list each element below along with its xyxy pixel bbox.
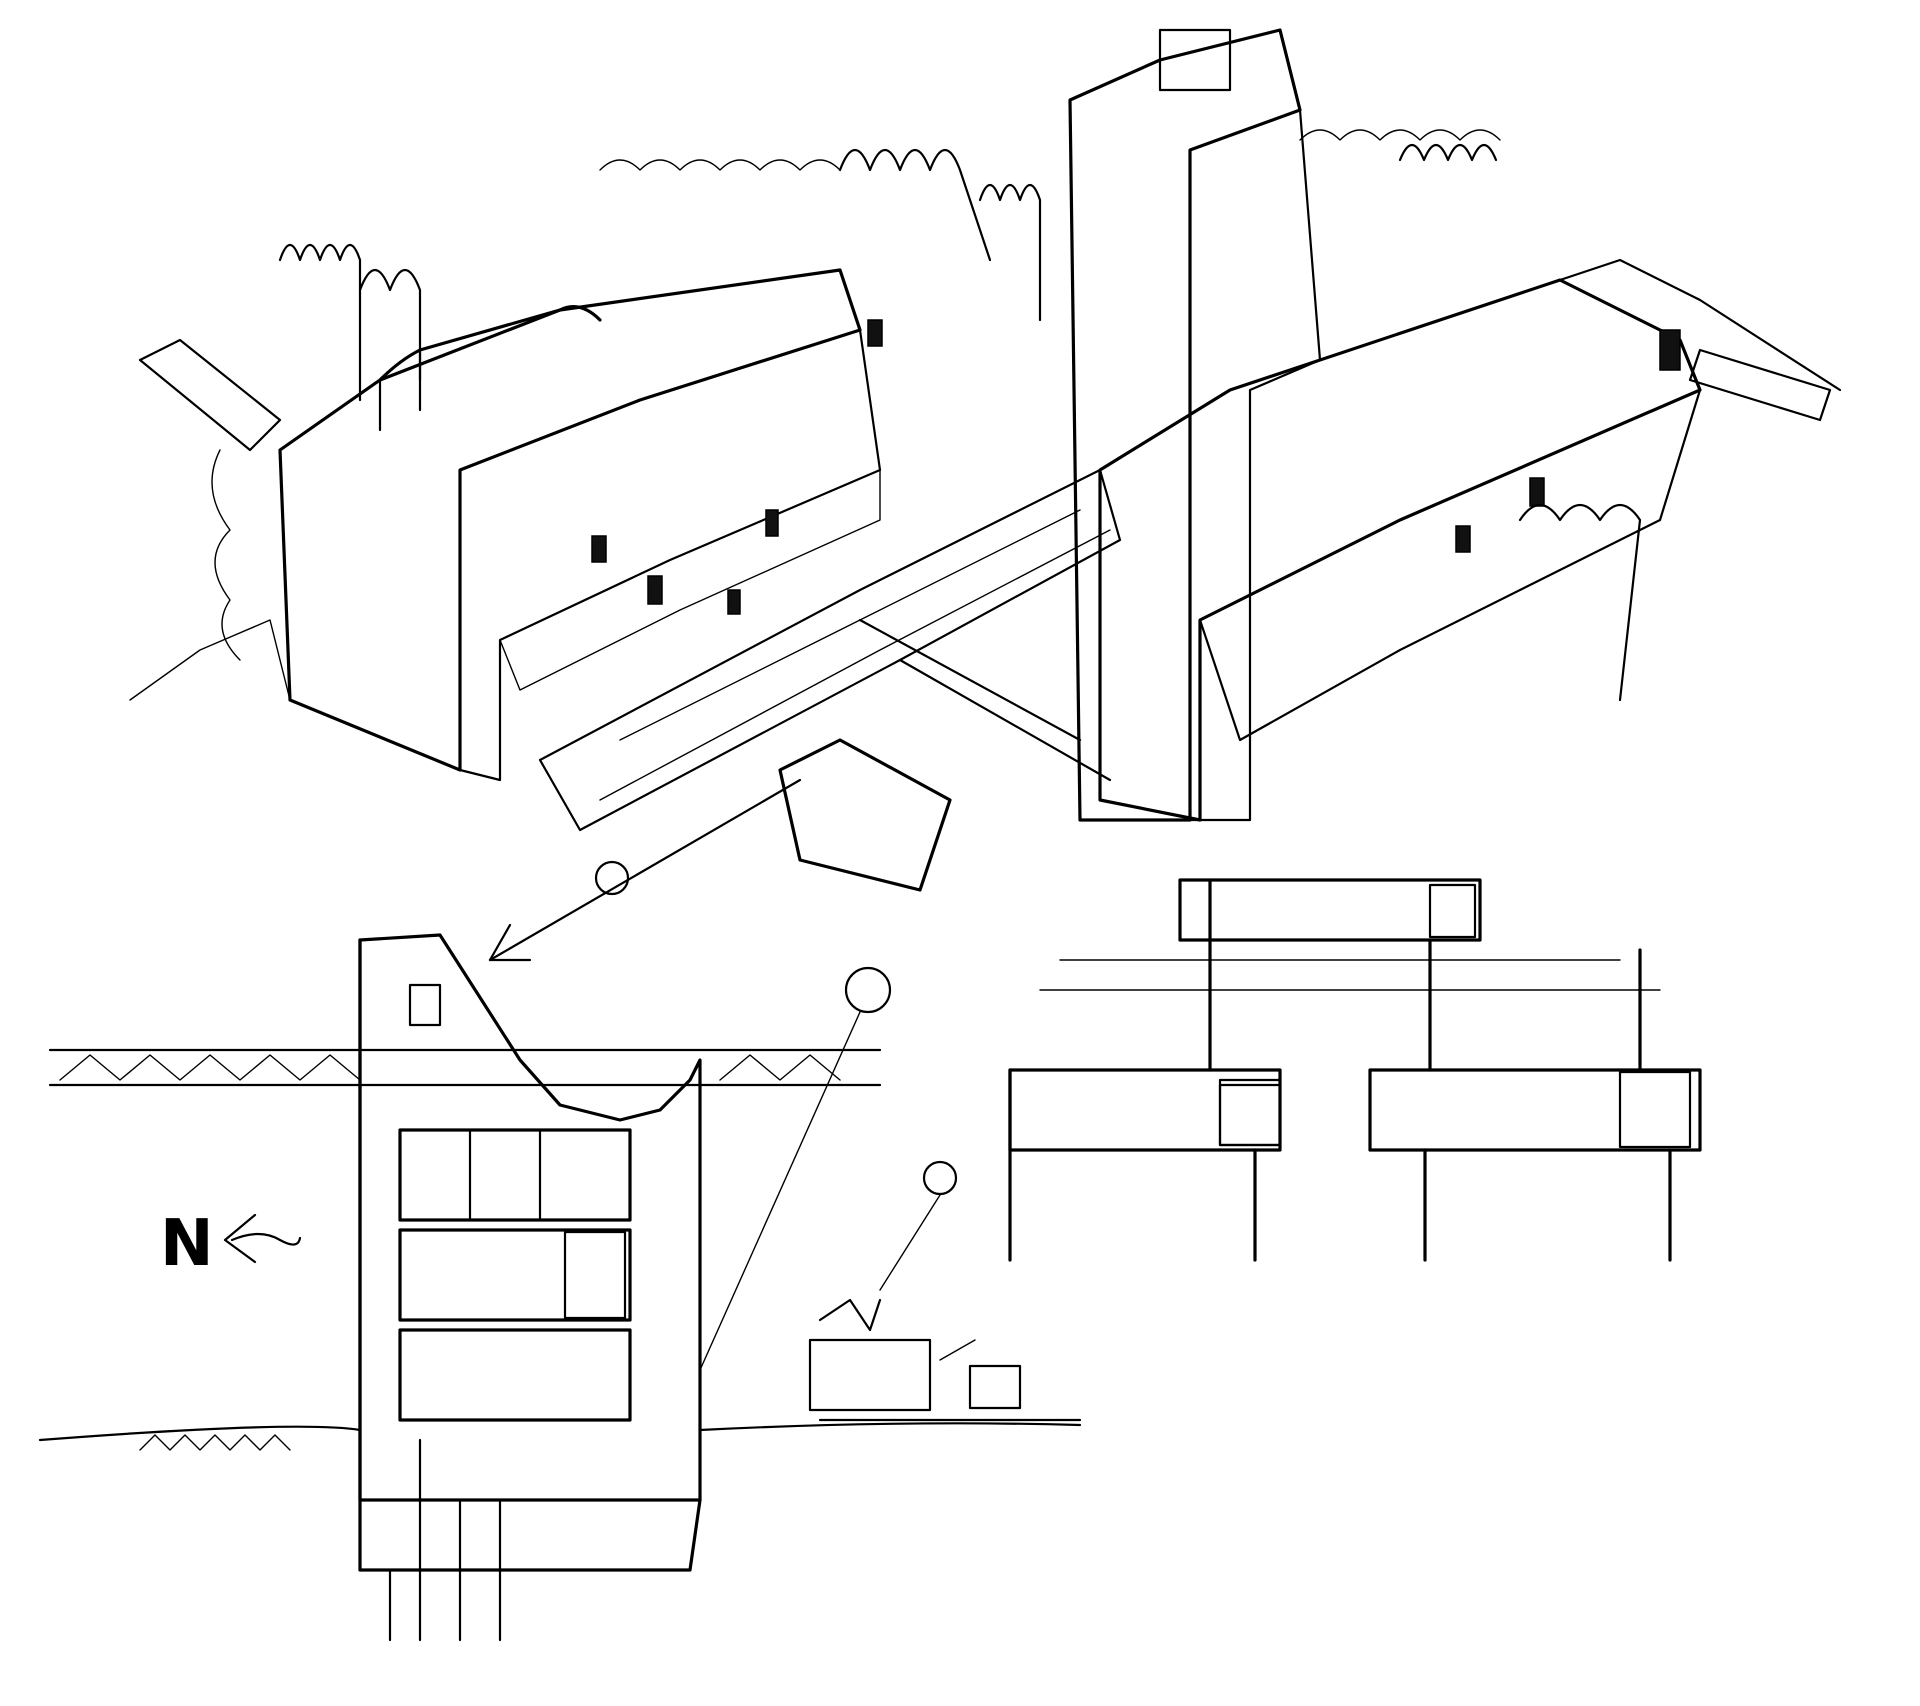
- sun-icon: [922, 1160, 958, 1196]
- vegetation: [211, 129, 1642, 702]
- north-marker: N: [160, 1207, 302, 1281]
- right-section-frames: [1008, 878, 1702, 1262]
- sun-symbols: [594, 860, 958, 1371]
- right-pergola: [1688, 348, 1832, 422]
- sun-icon: [844, 966, 892, 1014]
- sun-icon: [594, 860, 630, 896]
- tower-block: [1068, 28, 1322, 822]
- ground-and-water-lines: [38, 959, 1661, 1451]
- equipment-sketch: [808, 1298, 1022, 1412]
- left-building-block: [278, 268, 883, 782]
- left-pergola: [129, 338, 291, 701]
- section-main-building: [358, 933, 702, 1642]
- right-building-block: [1098, 258, 1842, 822]
- north-label: N: [160, 1207, 214, 1281]
- courtyard-arrow: [488, 778, 802, 962]
- central-courtyard-path: [538, 468, 1122, 892]
- arrow-left-icon: [223, 1213, 302, 1264]
